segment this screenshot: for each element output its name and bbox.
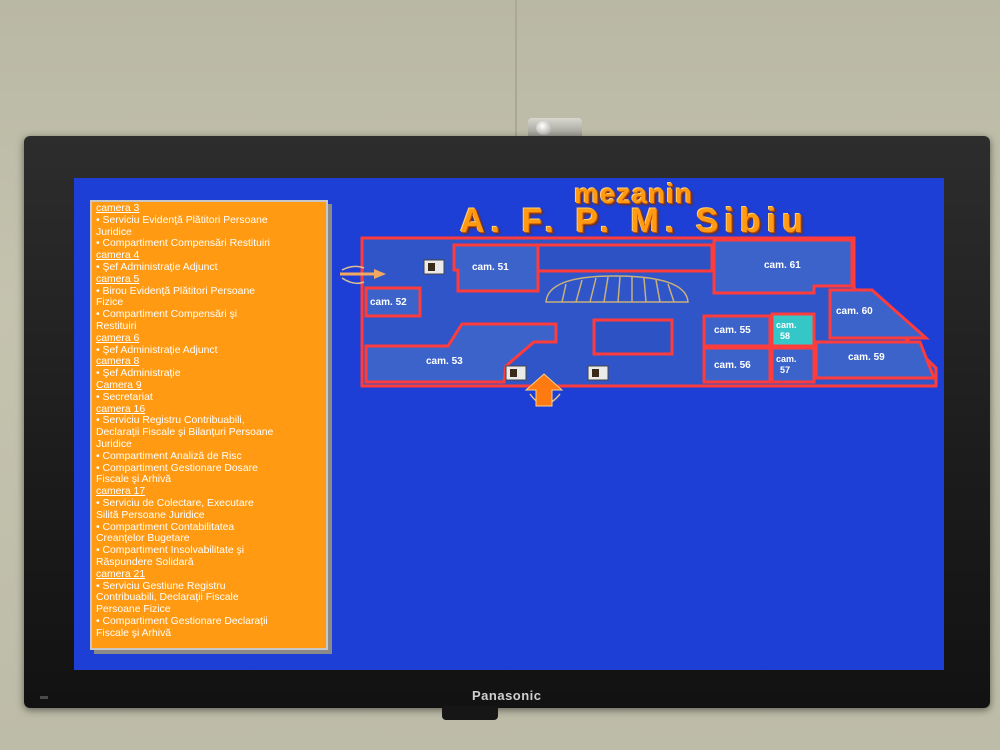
- room-label-cam-52: cam. 52: [370, 297, 407, 308]
- legend-entry: • Serviciu Gestiune Registru: [96, 580, 226, 592]
- legend-entry: Creanţelor Bugetare: [96, 533, 190, 545]
- room-label-cam-51: cam. 51: [472, 262, 509, 273]
- tv-screen: camera 3• Serviciu Evidenţă Plătitori Pe…: [74, 178, 944, 670]
- room-cam-58[interactable]: [770, 312, 816, 348]
- legend-entry: • Şef Administraţie: [96, 368, 181, 380]
- legend-entry: Fiscale şi Arhivă: [96, 474, 172, 486]
- legend-room-heading: camera 6: [96, 332, 140, 344]
- tv-stand: [442, 706, 498, 720]
- floor-plan: cam. 51 cam. 61 cam. 52 cam. 60 cam. 53 …: [340, 236, 938, 407]
- legend-room-heading: camera 17: [96, 486, 146, 498]
- room-label-cam-58: cam.58: [776, 320, 797, 341]
- legend-entry: Juridice: [96, 226, 132, 238]
- tv-power-led: [40, 696, 48, 699]
- legend-room-heading: Camera 9: [96, 379, 142, 391]
- legend-entry: • Compartiment Contabilitatea: [96, 521, 235, 533]
- up-arrow-icon: [524, 373, 564, 407]
- room-label-cam-57: cam.57: [776, 354, 797, 375]
- legend-entry: • Compartiment Analiză de Risc: [96, 450, 242, 462]
- legend-entry: Declaraţii Fiscale şi Bilanţuri Persoane: [96, 427, 274, 439]
- door-icon: [505, 365, 527, 381]
- center-room: [592, 318, 674, 356]
- room-cam-52[interactable]: [364, 286, 422, 318]
- legend-entry: Juridice: [96, 438, 132, 450]
- legend-room-heading: camera 3: [96, 203, 140, 214]
- legend-entry: Restituiri: [96, 320, 137, 332]
- room-cam-59[interactable]: [814, 340, 937, 380]
- room-label-cam-59: cam. 59: [848, 352, 885, 363]
- room-cam-61[interactable]: [712, 238, 854, 295]
- legend-panel: camera 3• Serviciu Evidenţă Plătitori Pe…: [90, 200, 328, 650]
- room-label-cam-56: cam. 56: [714, 360, 751, 371]
- mount-knob: [536, 121, 552, 135]
- legend-entry: • Compartiment Compensări Restituiri: [96, 238, 270, 250]
- legend-entry: • Compartiment Insolvabilitate şi: [96, 545, 245, 557]
- room-cam-53[interactable]: [364, 322, 558, 384]
- wall-seam: [515, 0, 517, 140]
- entrance-arrow-icon: [340, 265, 386, 285]
- room-label-cam-55: cam. 55: [714, 325, 751, 336]
- legend-entry: • Serviciu de Colectare, Executare: [96, 497, 254, 509]
- legend-entry: • Şef Administraţie Adjunct: [96, 261, 218, 273]
- legend-entry: • Birou Evidenţă Plătitori Persoane: [96, 285, 256, 297]
- legend-entry: Persoane Fizice: [96, 604, 171, 616]
- legend-entry: • Compartiment Compensări şi: [96, 309, 238, 321]
- legend-entry: • Secretariat: [96, 391, 153, 403]
- building-title: A. F. P. M. Sibiu: [460, 202, 809, 240]
- room-cam-60[interactable]: [828, 288, 930, 340]
- tv-brand-logo: Panasonic: [472, 688, 542, 703]
- corridor-top: [536, 243, 714, 273]
- legend-room-heading: camera 5: [96, 273, 140, 285]
- legend-room-heading: camera 21: [96, 568, 146, 580]
- legend-room-heading: camera 4: [96, 250, 140, 262]
- door-icon: [423, 259, 445, 275]
- legend-room-heading: camera 8: [96, 356, 140, 368]
- legend-entry: • Serviciu Registru Contribuabili,: [96, 415, 245, 427]
- legend-entry: • Compartiment Gestionare Declaraţii: [96, 615, 268, 627]
- legend-entry: Silită Persoane Juridice: [96, 509, 205, 521]
- room-cam-55[interactable]: [702, 314, 772, 348]
- legend-entry: Contribuabili, Declaraţii Fiscale: [96, 592, 239, 604]
- room-cam-57[interactable]: [770, 346, 816, 384]
- legend-entry: • Şef Administraţie Adjunct: [96, 344, 218, 356]
- room-label-cam-61: cam. 61: [764, 260, 801, 271]
- legend-entry: Fizice: [96, 297, 124, 309]
- door-icon: [587, 365, 609, 381]
- staircase: [545, 275, 689, 303]
- floor-title: mezanin: [574, 178, 694, 209]
- room-cam-56[interactable]: [702, 346, 772, 384]
- room-label-cam-60: cam. 60: [836, 306, 873, 317]
- room-label-cam-53: cam. 53: [426, 356, 463, 367]
- legend-room-heading: camera 16: [96, 403, 146, 415]
- legend-entry: Răspundere Solidară: [96, 556, 194, 568]
- legend-entry: Fiscale şi Arhivă: [96, 627, 172, 639]
- legend-entry: • Serviciu Evidenţă Plătitori Persoane: [96, 214, 268, 226]
- legend-entry: • Compartiment Gestionare Dosare: [96, 462, 258, 474]
